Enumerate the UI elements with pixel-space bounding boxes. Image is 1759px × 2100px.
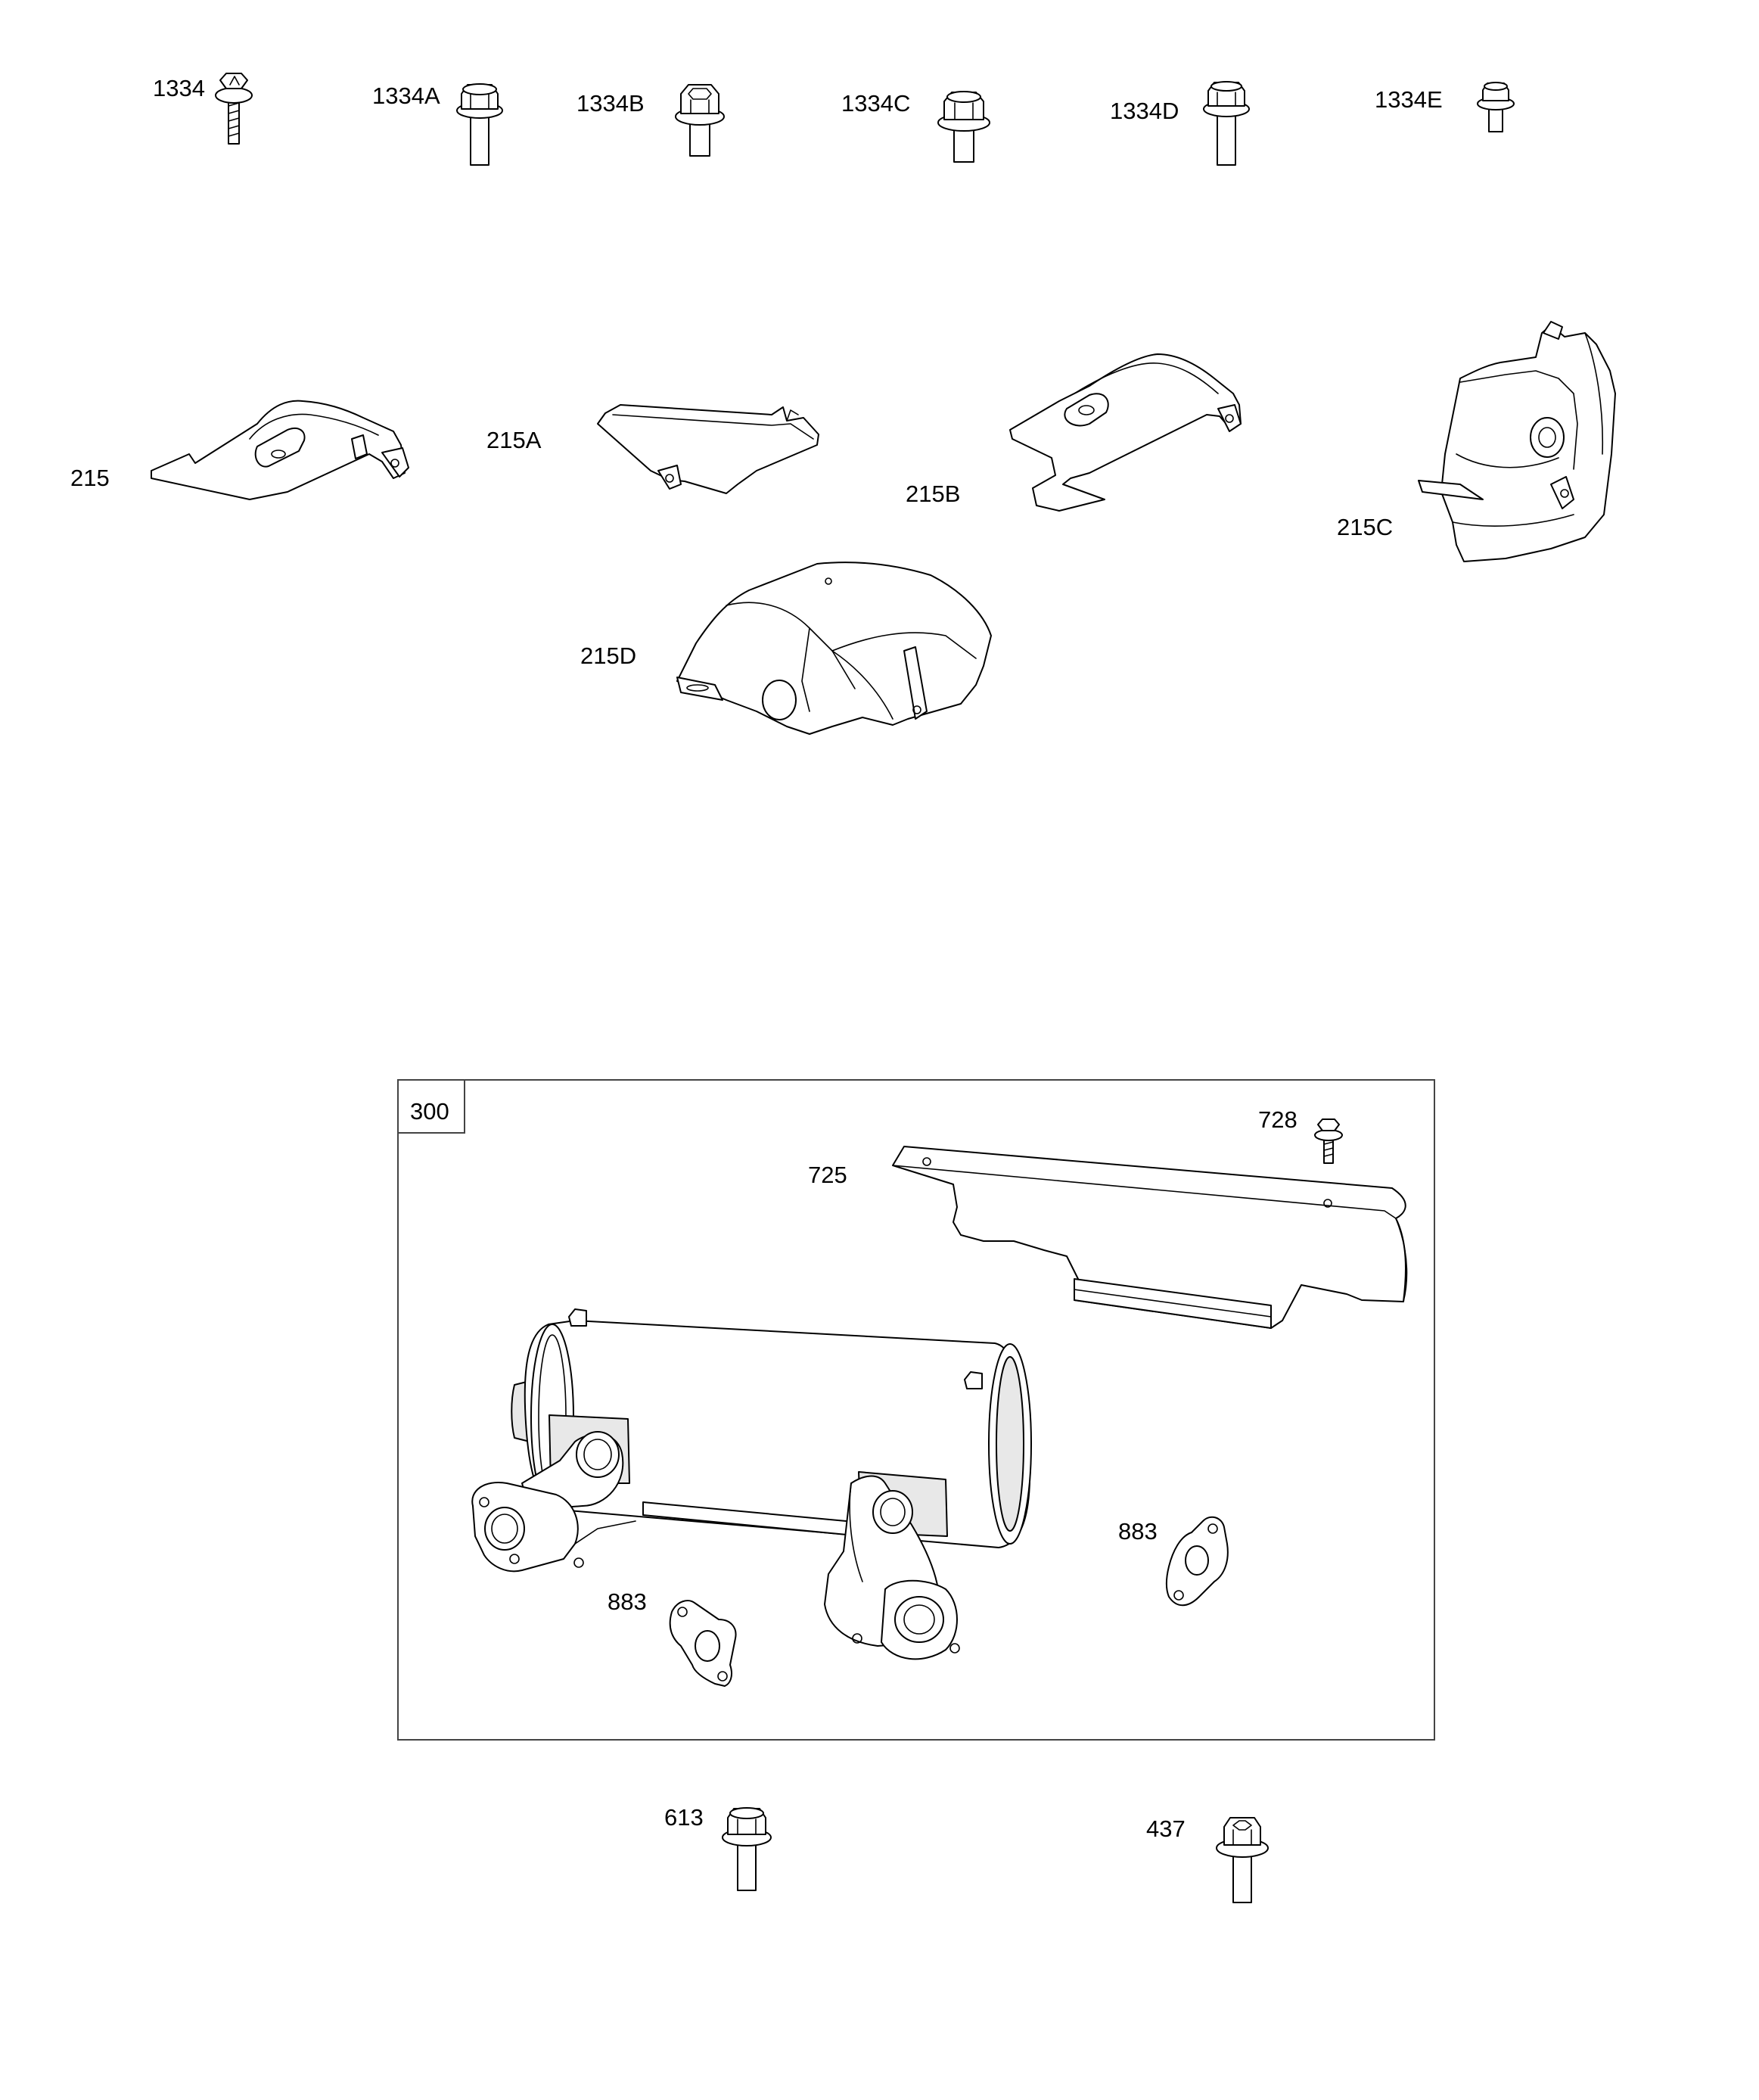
label-613: 613: [664, 1804, 704, 1831]
part-613-bolt[interactable]: [722, 1807, 772, 1891]
label-725: 725: [808, 1162, 847, 1188]
part-1334C-bolt[interactable]: [937, 91, 990, 163]
assembly-300-tag: [397, 1079, 465, 1134]
part-1334-screw[interactable]: [215, 73, 253, 145]
part-215D-heat-shield[interactable]: [676, 562, 992, 735]
part-215-heat-shield[interactable]: [151, 400, 409, 500]
label-883-left: 883: [608, 1588, 647, 1615]
label-1334A: 1334A: [372, 82, 440, 109]
label-1334B: 1334B: [576, 90, 645, 117]
part-1334B-bolt[interactable]: [675, 84, 725, 157]
label-437: 437: [1146, 1815, 1186, 1842]
label-1334E: 1334E: [1375, 86, 1443, 113]
part-1334D-bolt[interactable]: [1203, 81, 1250, 166]
label-883-right: 883: [1118, 1518, 1158, 1545]
label-1334D: 1334D: [1110, 98, 1179, 124]
assembly-300-frame: [397, 1079, 1435, 1741]
part-728-screw[interactable]: [1314, 1118, 1343, 1164]
part-215A-heat-shield[interactable]: [597, 404, 819, 494]
part-437-bolt[interactable]: [1216, 1817, 1269, 1903]
part-215C-heat-shield[interactable]: [1418, 321, 1616, 562]
part-725-muffler-shield[interactable]: [892, 1146, 1408, 1329]
part-muffler[interactable]: [471, 1308, 1032, 1660]
label-728: 728: [1258, 1106, 1297, 1133]
label-215B: 215B: [906, 481, 960, 507]
label-215D: 215D: [580, 642, 636, 669]
part-215B-heat-shield[interactable]: [1009, 353, 1242, 512]
part-883-gasket-right[interactable]: [1166, 1516, 1229, 1607]
part-883-gasket-left[interactable]: [669, 1600, 737, 1687]
part-1334E-bolt[interactable]: [1477, 82, 1515, 132]
label-215A: 215A: [486, 427, 542, 453]
part-1334A-bolt[interactable]: [456, 83, 503, 166]
label-215: 215: [70, 465, 110, 491]
label-1334C: 1334C: [841, 90, 910, 117]
label-300: 300: [410, 1098, 449, 1125]
label-1334: 1334: [153, 75, 205, 101]
label-215C: 215C: [1337, 514, 1393, 540]
